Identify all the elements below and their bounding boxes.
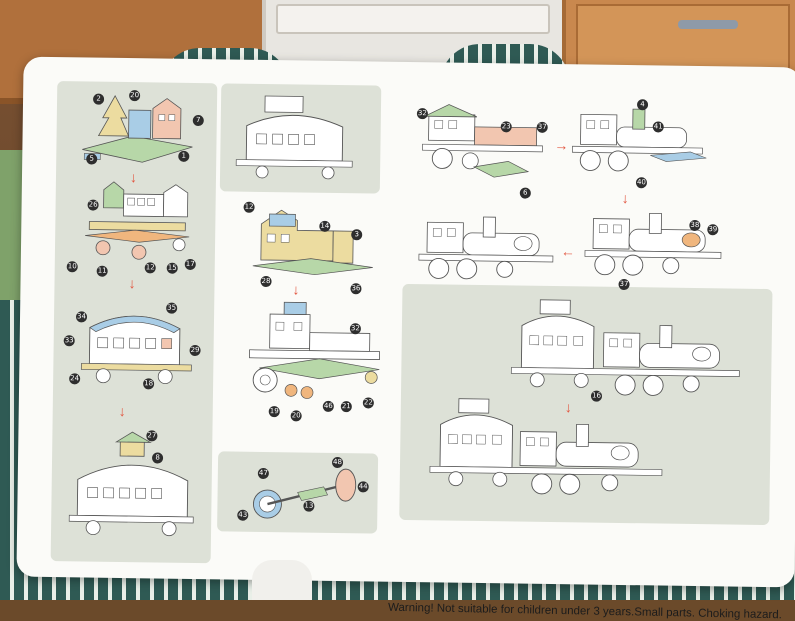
- part-marker: 20: [290, 410, 302, 422]
- part-marker: 38: [689, 219, 701, 232]
- part-marker: 5: [86, 153, 98, 165]
- part-marker: 32: [416, 108, 428, 120]
- part-marker: 23: [500, 121, 512, 133]
- drawer-top: [576, 4, 790, 78]
- part-marker: 3: [351, 229, 363, 241]
- part-marker: 20: [129, 90, 141, 102]
- step11-illustration: [418, 216, 554, 280]
- part-marker: 12: [243, 201, 255, 213]
- part-marker: 41: [652, 121, 664, 133]
- final-train-illustration: [429, 398, 663, 495]
- step5-illustration: [252, 209, 373, 276]
- part-marker: 14: [319, 220, 331, 232]
- step1-illustration: [82, 95, 193, 163]
- part-marker: 47: [257, 467, 269, 480]
- part-marker: 27: [146, 430, 158, 442]
- step6-illustration: [249, 301, 380, 399]
- part-marker: 26: [87, 199, 99, 211]
- part-marker: 37: [618, 278, 630, 291]
- part-marker: 1: [178, 150, 190, 162]
- part-marker: 34: [75, 311, 88, 323]
- drawer-handle: [678, 20, 738, 29]
- arrow-right-icon: →: [554, 137, 569, 154]
- part-marker: 21: [340, 401, 352, 413]
- step7-wheel-illustration: [252, 468, 357, 519]
- fabric-tassel: [252, 560, 312, 600]
- warning-text: Warning! Not suitable for children under…: [387, 601, 783, 621]
- part-marker: 33: [63, 335, 75, 347]
- part-marker: 44: [357, 481, 369, 493]
- step4-illustration: [68, 431, 194, 537]
- step10-illustration: [584, 212, 722, 276]
- part-marker: 48: [331, 456, 344, 469]
- part-marker: 19: [268, 406, 280, 418]
- step3-illustration: [80, 315, 192, 385]
- part-marker: 32: [349, 323, 361, 335]
- part-marker: 7: [192, 114, 204, 127]
- part-marker: 36: [350, 283, 362, 295]
- part-marker: 11: [96, 265, 108, 277]
- part-marker: 40: [635, 177, 648, 189]
- step9-illustration: [572, 108, 707, 172]
- step12-illustration: [510, 299, 740, 396]
- part-marker: 29: [189, 344, 201, 357]
- part-marker: 46: [322, 400, 334, 412]
- part-marker: 6: [519, 187, 531, 199]
- arrow-down-icon: ↓: [621, 189, 629, 207]
- part-marker: 10: [66, 261, 78, 273]
- step8-illustration: [422, 104, 543, 178]
- part-marker: 18: [143, 378, 155, 390]
- part-marker: 43: [237, 509, 249, 521]
- step2-illustration: [85, 181, 190, 260]
- part-marker: 13: [303, 500, 315, 512]
- part-marker: 17: [184, 258, 196, 271]
- part-marker: 35: [166, 302, 178, 314]
- part-marker: 28: [260, 275, 272, 288]
- part-marker: 15: [166, 262, 178, 274]
- arrow-left-icon: ←: [560, 243, 576, 260]
- arrow-down-icon: ↓: [118, 402, 126, 420]
- arrow-down-icon: ↓: [292, 281, 300, 298]
- part-marker: 8: [152, 452, 164, 464]
- part-marker: 39: [707, 224, 719, 236]
- part-marker: 24: [69, 373, 81, 385]
- stove-window: [276, 4, 550, 34]
- carriage-complete-illustration: [235, 95, 353, 180]
- part-marker: 4: [636, 99, 649, 111]
- instruction-sheet: 2 20 7 5 1 ↓ 26 10 11 12 15 17 ↓ 34 33 3…: [16, 56, 795, 621]
- part-marker: 12: [144, 262, 156, 274]
- arrow-down-icon: ↓: [128, 275, 136, 292]
- part-marker: 37: [536, 121, 548, 133]
